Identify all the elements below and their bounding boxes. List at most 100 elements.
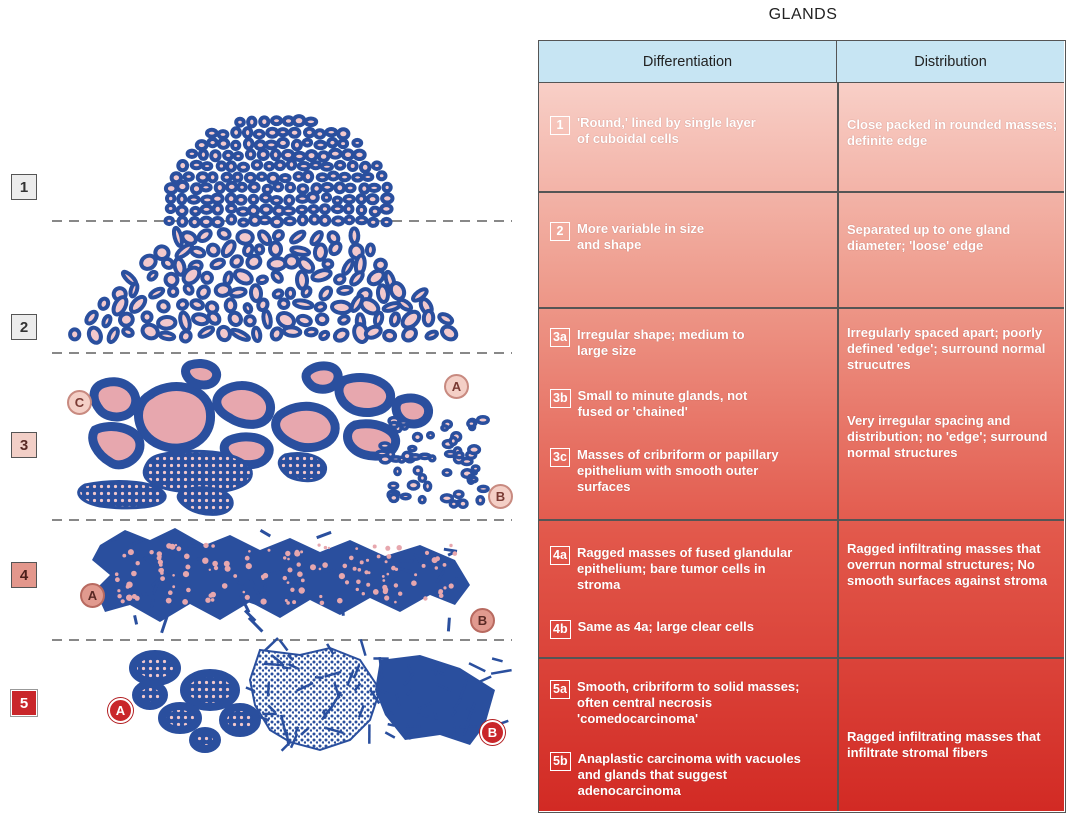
cell [393, 583, 399, 588]
gland [209, 257, 226, 271]
gland [188, 216, 201, 229]
strand [196, 555, 209, 561]
gland [337, 138, 350, 150]
gland [324, 127, 339, 138]
gland [355, 215, 369, 226]
cell [158, 563, 163, 567]
gland [268, 240, 284, 258]
gland [326, 170, 340, 182]
gland [199, 215, 214, 229]
cell [184, 553, 190, 560]
gland [406, 479, 421, 491]
gland [379, 203, 394, 215]
gland [313, 139, 328, 151]
gland [229, 254, 244, 269]
gland [341, 258, 355, 277]
cell [300, 578, 305, 583]
gland [247, 181, 261, 194]
pattern-4b-marker: B [470, 608, 495, 633]
cell [421, 563, 426, 568]
strand [468, 662, 486, 673]
gland [393, 466, 402, 477]
gland [211, 202, 224, 216]
strand [187, 544, 207, 549]
gland [264, 139, 279, 151]
gland [336, 284, 354, 296]
gland [216, 324, 232, 343]
cell [244, 594, 250, 600]
cell [357, 568, 362, 572]
gland [222, 149, 235, 161]
gland [336, 127, 351, 141]
gland [352, 148, 367, 162]
gland [380, 192, 395, 205]
cell [391, 565, 396, 571]
cell [160, 576, 166, 581]
pattern-5a-marker: A [108, 698, 133, 723]
strand [281, 665, 289, 670]
cell [319, 594, 323, 599]
cell [182, 571, 190, 578]
cell [337, 597, 343, 604]
entry-text: 'Round,' lined by single layer of cuboid… [577, 115, 756, 146]
cell [438, 593, 444, 598]
cell [248, 550, 251, 553]
gland [106, 326, 120, 345]
gland [351, 137, 364, 148]
strand [262, 582, 268, 592]
strand [263, 637, 279, 652]
gland [197, 325, 216, 339]
gland [283, 194, 296, 207]
gland [146, 269, 159, 282]
entry-tag: 3c [550, 448, 570, 467]
entry-text: More variable in size and shape [577, 221, 705, 252]
strand [111, 533, 128, 542]
gland [358, 182, 371, 195]
gland [343, 182, 357, 194]
strand [359, 638, 367, 657]
gland [388, 311, 402, 328]
gland [292, 150, 307, 163]
cell [367, 571, 371, 575]
cell [394, 600, 397, 604]
cell [338, 573, 345, 580]
gland [259, 192, 273, 204]
gland [355, 204, 368, 216]
gland [200, 270, 214, 285]
cell [262, 572, 269, 579]
strand [403, 672, 415, 687]
strand [289, 563, 296, 580]
gland [284, 181, 297, 194]
entry-tag: 5b [550, 752, 571, 771]
gland [363, 324, 383, 340]
gland [313, 301, 328, 313]
cell [284, 599, 288, 602]
gland [306, 191, 320, 204]
strand [316, 530, 332, 540]
gland [196, 228, 213, 244]
gland [246, 204, 261, 217]
gland [213, 282, 233, 298]
strand [238, 593, 251, 613]
gland [296, 183, 310, 195]
strand [131, 537, 145, 546]
strand [248, 599, 266, 608]
cell [298, 587, 305, 594]
gland [178, 329, 193, 344]
gland [230, 139, 242, 151]
gland [422, 480, 433, 492]
gland [367, 216, 380, 228]
cell [449, 543, 453, 548]
gland [243, 314, 257, 328]
cell [322, 562, 328, 568]
strand [243, 609, 257, 622]
zone-1-glands [163, 114, 395, 229]
strand [462, 722, 470, 736]
gland [216, 137, 231, 150]
gland [312, 242, 328, 262]
pattern-3c-marker: C [67, 390, 92, 415]
gland [281, 205, 297, 217]
cell [344, 580, 350, 585]
strand [280, 741, 291, 752]
gland [271, 288, 285, 300]
